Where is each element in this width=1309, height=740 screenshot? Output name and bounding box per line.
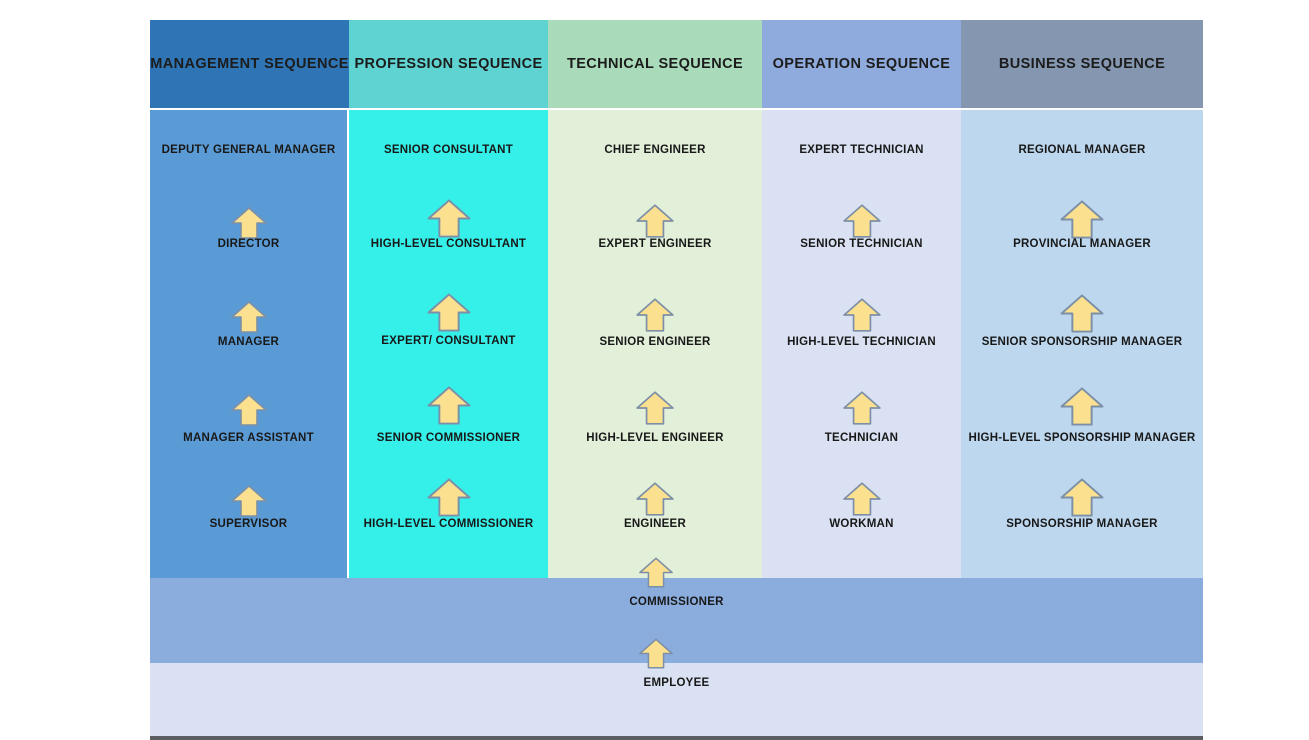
band-employee xyxy=(150,663,1203,736)
column-operation: EXPERT TECHNICIAN SENIOR TECHNICIAN HIGH… xyxy=(762,110,961,578)
rank-label: SPONSORSHIP MANAGER xyxy=(1006,518,1158,530)
rank-label: HIGH-LEVEL ENGINEER xyxy=(586,432,724,444)
up-arrow-icon xyxy=(842,390,882,426)
up-arrow-icon xyxy=(230,300,268,334)
bottom-divider xyxy=(150,736,1203,740)
rank-label: HIGH-LEVEL COMMISSIONER xyxy=(363,518,534,530)
column-header-label: TECHNICAL SEQUENCE xyxy=(566,56,744,72)
up-arrow-icon xyxy=(635,203,675,239)
column-technical: CHIEF ENGINEER EXPERT ENGINEER SENIOR EN… xyxy=(548,110,762,578)
up-arrow-icon xyxy=(230,206,268,240)
up-arrow-icon xyxy=(1059,293,1105,334)
rank-label: SENIOR TECHNICIAN xyxy=(800,238,923,250)
up-arrow-icon xyxy=(842,203,882,239)
rank-label: DIRECTOR xyxy=(217,238,280,250)
sequence-columns: DEPUTY GENERAL MANAGER DIRECTOR MANAGER … xyxy=(150,110,1203,578)
up-arrow-icon xyxy=(230,393,268,427)
rank-label: HIGH-LEVEL CONSULTANT xyxy=(370,238,527,250)
up-arrow-icon xyxy=(426,477,472,518)
column-business: REGIONAL MANAGER PROVINCIAL MANAGER SENI… xyxy=(961,110,1203,578)
up-arrow-icon xyxy=(842,481,882,517)
column-header-business[interactable]: BUSINESS SEQUENCE xyxy=(961,20,1203,108)
up-arrow-icon xyxy=(842,297,882,333)
rank-label: WORKMAN xyxy=(829,518,894,530)
column-header-profession[interactable]: PROFESSION SEQUENCE xyxy=(349,20,548,108)
rank-label: DEPUTY GENERAL MANAGER xyxy=(161,144,336,156)
rank-label: HIGH-LEVEL TECHNICIAN xyxy=(787,336,936,348)
rank-label: EXPERT ENGINEER xyxy=(598,238,712,250)
rank-label: CHIEF ENGINEER xyxy=(604,144,706,156)
up-arrow-icon xyxy=(638,637,674,675)
up-arrow-icon xyxy=(230,484,268,518)
sequence-header-row: MANAGEMENT SEQUENCE PROFESSION SEQUENCE … xyxy=(150,20,1203,108)
column-header-label: BUSINESS SEQUENCE xyxy=(998,56,1166,72)
column-header-technical[interactable]: TECHNICAL SEQUENCE xyxy=(548,20,762,108)
rank-label: EXPERT TECHNICIAN xyxy=(799,144,924,156)
rank-label: HIGH-LEVEL SPONSORSHIP MANAGER xyxy=(968,432,1196,444)
up-arrow-icon xyxy=(635,481,675,517)
rank-label: SUPERVISOR xyxy=(209,518,288,530)
up-arrow-icon xyxy=(426,385,472,426)
band-commissioner xyxy=(150,578,1203,663)
rank-label: REGIONAL MANAGER xyxy=(1018,144,1146,156)
rank-label: SENIOR CONSULTANT xyxy=(383,144,514,156)
up-arrow-icon xyxy=(426,292,472,333)
rank-label: ENGINEER xyxy=(623,518,687,530)
column-header-management[interactable]: MANAGEMENT SEQUENCE xyxy=(150,20,349,108)
up-arrow-icon xyxy=(635,297,675,333)
rank-label: SENIOR SPONSORSHIP MANAGER xyxy=(981,336,1183,348)
rank-label: MANAGER xyxy=(217,336,280,348)
column-profession: SENIOR CONSULTANT HIGH-LEVEL CONSULTANT … xyxy=(349,110,548,578)
rank-label: EXPERT/ CONSULTANT xyxy=(381,335,516,347)
band-label-employee: EMPLOYEE xyxy=(643,677,710,689)
career-sequence-diagram: MANAGEMENT SEQUENCE PROFESSION SEQUENCE … xyxy=(150,20,1203,740)
up-arrow-icon xyxy=(1059,477,1105,518)
up-arrow-icon xyxy=(638,556,674,594)
up-arrow-icon xyxy=(426,198,472,239)
column-header-label: PROFESSION SEQUENCE xyxy=(354,56,543,72)
column-header-label: OPERATION SEQUENCE xyxy=(772,56,951,72)
rank-label: SENIOR ENGINEER xyxy=(599,336,711,348)
rank-label: SENIOR COMMISSIONER xyxy=(376,432,521,444)
rank-label: PROVINCIAL MANAGER xyxy=(1013,238,1151,250)
up-arrow-icon xyxy=(1059,199,1105,240)
rank-label: TECHNICIAN xyxy=(824,432,899,444)
column-header-operation[interactable]: OPERATION SEQUENCE xyxy=(762,20,961,108)
column-header-label: MANAGEMENT SEQUENCE xyxy=(150,56,349,72)
up-arrow-icon xyxy=(1059,386,1105,427)
column-management: DEPUTY GENERAL MANAGER DIRECTOR MANAGER … xyxy=(150,110,347,578)
band-label-commissioner: COMMISSIONER xyxy=(629,596,724,608)
rank-label: MANAGER ASSISTANT xyxy=(183,432,314,444)
up-arrow-icon xyxy=(635,390,675,426)
